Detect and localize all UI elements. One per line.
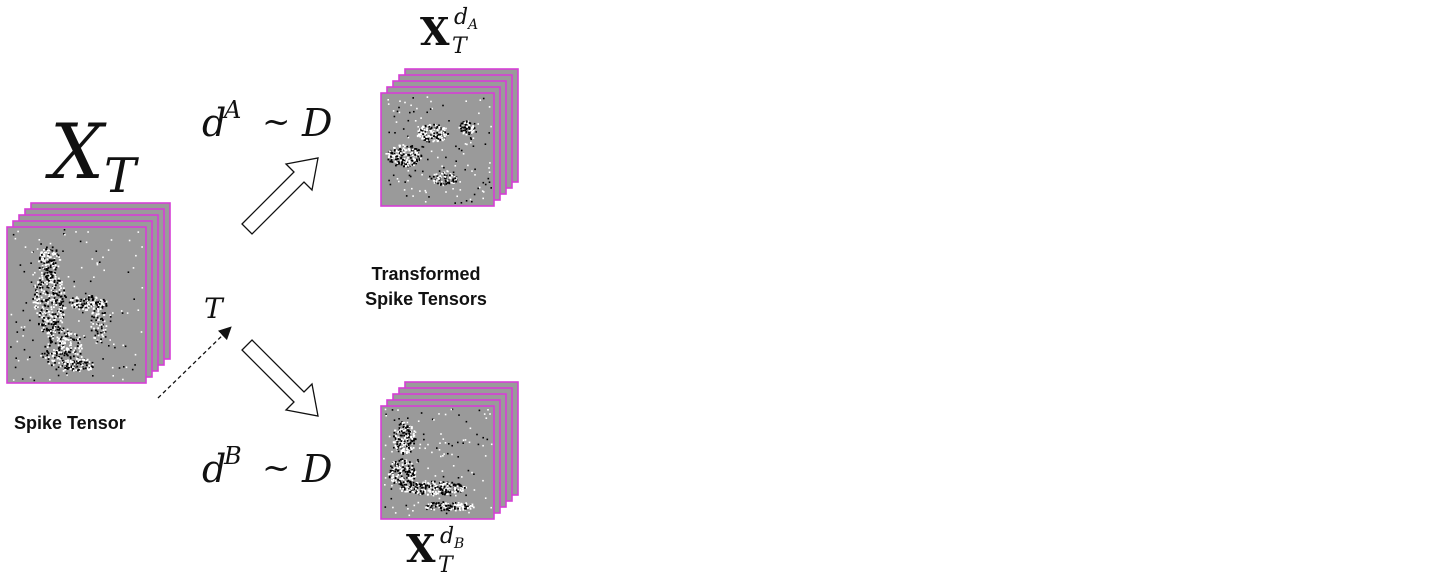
output-caption-line1: Transformed	[371, 264, 480, 284]
branch-b-arrow	[241, 339, 319, 417]
branch-a-distribution: d A ~ D	[202, 96, 332, 145]
output-a-spike-tensor-stack	[380, 68, 519, 207]
input-spike-tensor-stack	[6, 202, 171, 384]
branch-b-distribution: d B ~ D	[202, 442, 332, 491]
output-b-symbol: X T d B	[406, 524, 464, 578]
output-a-symbol: X T d A	[420, 5, 478, 59]
transform-dashed-arrow	[157, 326, 232, 399]
input-symbol-sub: T	[104, 148, 139, 204]
output-b-symbol-sup-sub: B	[453, 536, 464, 552]
spike-events	[10, 229, 144, 382]
output-caption-line2: Spike Tensors	[365, 289, 487, 309]
input-symbol-base: X	[45, 107, 107, 196]
branch-b-dist-left: d	[202, 447, 226, 491]
output-b-symbol-base: X	[406, 526, 436, 571]
branch-a-dist-sup: A	[222, 96, 241, 124]
input-caption: Spike Tensor	[14, 413, 126, 433]
output-a-symbol-sup: d	[454, 5, 468, 30]
output-b-symbol-sup: d	[440, 524, 454, 549]
front-frame	[380, 405, 495, 520]
output-b-spike-tensor-stack	[380, 381, 519, 520]
branch-a-dist-left: d	[202, 101, 226, 145]
branch-a-tilde: ~	[262, 102, 291, 142]
output-a-symbol-base: X	[420, 9, 450, 54]
output-a-symbol-sub: T	[452, 34, 469, 59]
spike-events	[383, 408, 493, 517]
transform-label: T	[204, 292, 225, 325]
branch-b-dist-sup: B	[223, 442, 242, 470]
branch-b-dist-right: D	[301, 447, 332, 491]
branch-a-dist-right: D	[301, 101, 332, 145]
output-a-symbol-sup-sub: A	[466, 17, 478, 33]
branch-a-arrow	[241, 157, 319, 235]
branch-b-tilde: ~	[262, 448, 291, 488]
input-tensor-symbol: X T	[45, 107, 139, 204]
spike-events	[385, 96, 492, 204]
output-b-symbol-sub: T	[438, 553, 455, 578]
